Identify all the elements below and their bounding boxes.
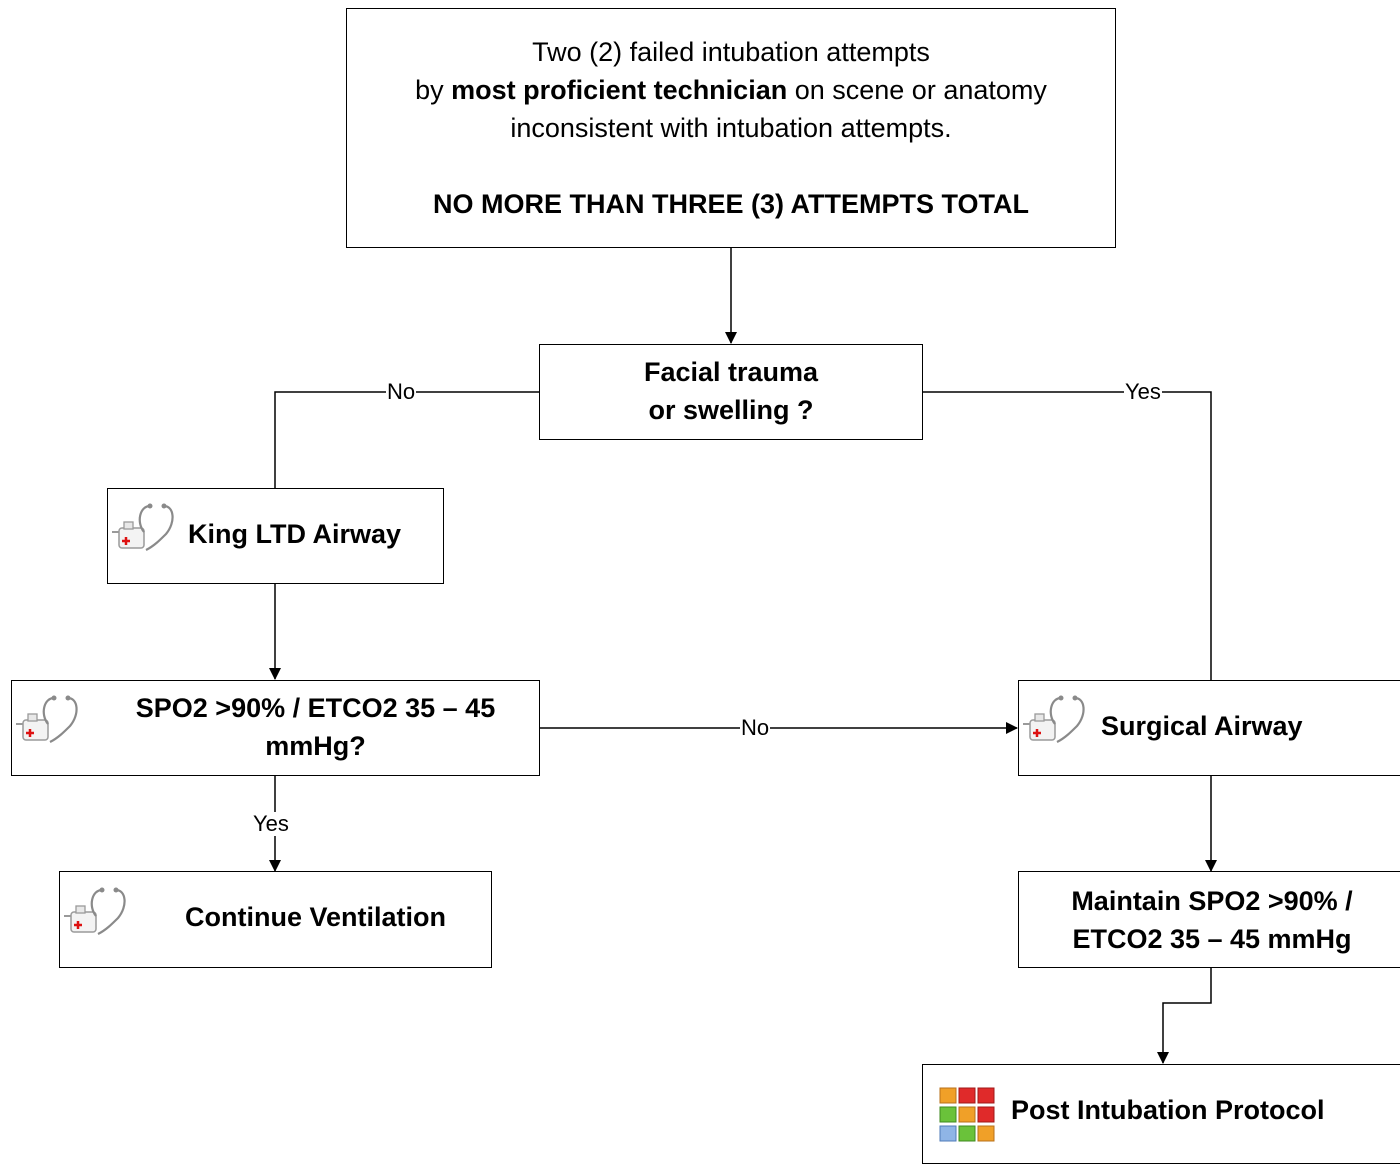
start-line-2-bold: most proficient technician [451,75,788,105]
maintain-spo2-box: Maintain SPO2 >90% / ETCO2 35 – 45 mmHg [1018,871,1400,968]
spo2-etco2-check-box: SPO2 >90% / ETCO2 35 – 45 mmHg? [11,680,540,776]
surgical-airway-box: Surgical Airway [1018,680,1400,776]
continue-ventilation-box: Continue Ventilation [59,871,492,968]
facial-trauma-decision-box: Facial trauma or swelling ? [539,344,923,440]
spo2-yes-label: Yes [252,811,290,836]
line-facial-no [274,391,539,488]
facial-line-1: Facial trauma [643,357,819,387]
king-ltd-airway-label: King LTD Airway [188,519,402,549]
start-line-1: Two (2) failed intubation attempts [532,37,930,67]
facial-yes-label: Yes [1124,379,1162,404]
surgical-airway-label: Surgical Airway [1101,711,1303,741]
post-intubation-protocol-box[interactable]: Post Intubation Protocol [922,1064,1400,1164]
stethoscope-icon [64,887,126,935]
facial-no-label: No [386,379,417,404]
start-condition-box: Two (2) failed intubation attempts by mo… [346,8,1116,248]
stethoscope-icon [1023,695,1085,743]
arrow-maintain-to-post [1157,967,1212,1064]
spo2-check-line-1: SPO2 >90% / ETCO2 35 – 45 [135,693,496,723]
continue-ventilation-label: Continue Ventilation [185,902,446,932]
maintain-line-2: ETCO2 35 – 45 mmHg [1072,924,1352,954]
start-line-2-suffix: on scene or anatomy [787,75,1047,105]
post-intubation-protocol-link[interactable]: Post Intubation Protocol [1011,1095,1325,1125]
spo2-check-line-2: mmHg? [265,731,366,761]
start-line-3: inconsistent with intubation attempts. [510,113,952,143]
spo2-no-label: No [740,715,771,740]
king-ltd-airway-box: King LTD Airway [107,488,444,584]
maintain-line-1: Maintain SPO2 >90% / [1071,886,1353,916]
stethoscope-icon [16,695,78,743]
start-line-2: by most proficient technician on scene o… [347,71,1115,109]
protocol-grid-icon [939,1087,995,1142]
line-facial-yes [922,391,1212,680]
start-line-2-prefix: by [415,75,452,105]
facial-line-2: or swelling ? [648,395,814,425]
stethoscope-icon [112,503,174,551]
attempts-warning: NO MORE THAN THREE (3) ATTEMPTS TOTAL [433,189,1029,219]
